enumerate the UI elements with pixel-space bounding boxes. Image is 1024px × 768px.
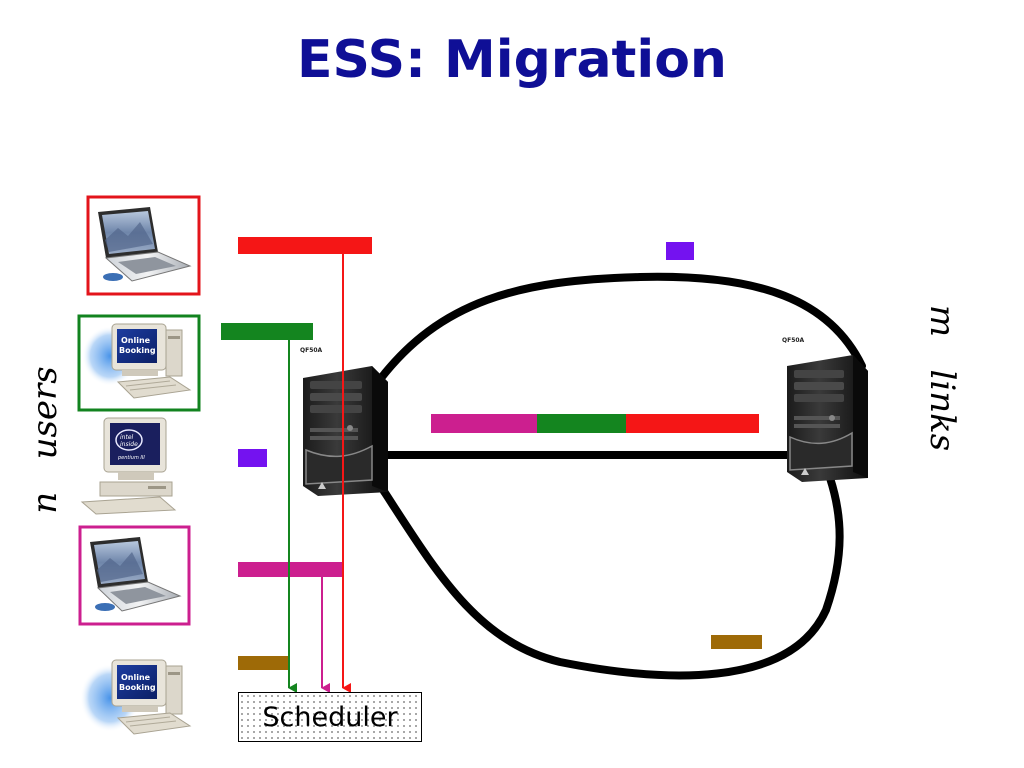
top-link xyxy=(374,272,866,386)
packet-brown-bottom-link xyxy=(711,635,762,649)
laptop-icon xyxy=(98,207,192,282)
users-label: n users xyxy=(25,366,65,514)
packet-green-middle-link xyxy=(537,414,626,433)
desktop-intel-icon: intel inside pentium III xyxy=(80,417,177,515)
user-flow-brown xyxy=(238,656,290,670)
screen-text-online: Online xyxy=(121,673,151,682)
screen-text-online: Online xyxy=(121,336,151,345)
packet-red-middle-link xyxy=(626,414,759,433)
packet-purple-top-link xyxy=(666,242,694,260)
user-frame-green xyxy=(77,314,201,412)
screen-text-booking: Booking xyxy=(119,346,156,355)
user-frame-magenta xyxy=(78,525,191,626)
packet-magenta-middle-link xyxy=(431,414,537,433)
slide-title: ESS: Migration xyxy=(297,30,727,90)
bottom-link xyxy=(366,466,844,680)
user-flow-green xyxy=(221,323,313,340)
scheduler-box: Scheduler xyxy=(238,692,422,742)
user-frame-red xyxy=(86,195,201,296)
screen-text-pentium: pentium III xyxy=(117,455,145,461)
user-flow-purple xyxy=(238,449,267,467)
scheduler-label: Scheduler xyxy=(262,701,398,733)
screen-text-inside: inside xyxy=(120,441,138,448)
desktop-online-booking-icon: Online Booking xyxy=(80,659,192,735)
screen-text-intel: intel xyxy=(120,434,134,441)
screen-text-booking: Booking xyxy=(119,683,156,692)
links-label: m links xyxy=(922,304,962,452)
server-right xyxy=(787,355,868,482)
server-left xyxy=(303,366,388,496)
user-flow-magenta xyxy=(238,562,343,577)
server-left-model: QF50A xyxy=(300,347,323,354)
user-flow-red xyxy=(238,237,372,254)
desktop-online-booking-icon: Online Booking xyxy=(82,323,192,399)
laptop-icon xyxy=(90,537,182,612)
server-right-model: QF50A xyxy=(782,337,805,344)
